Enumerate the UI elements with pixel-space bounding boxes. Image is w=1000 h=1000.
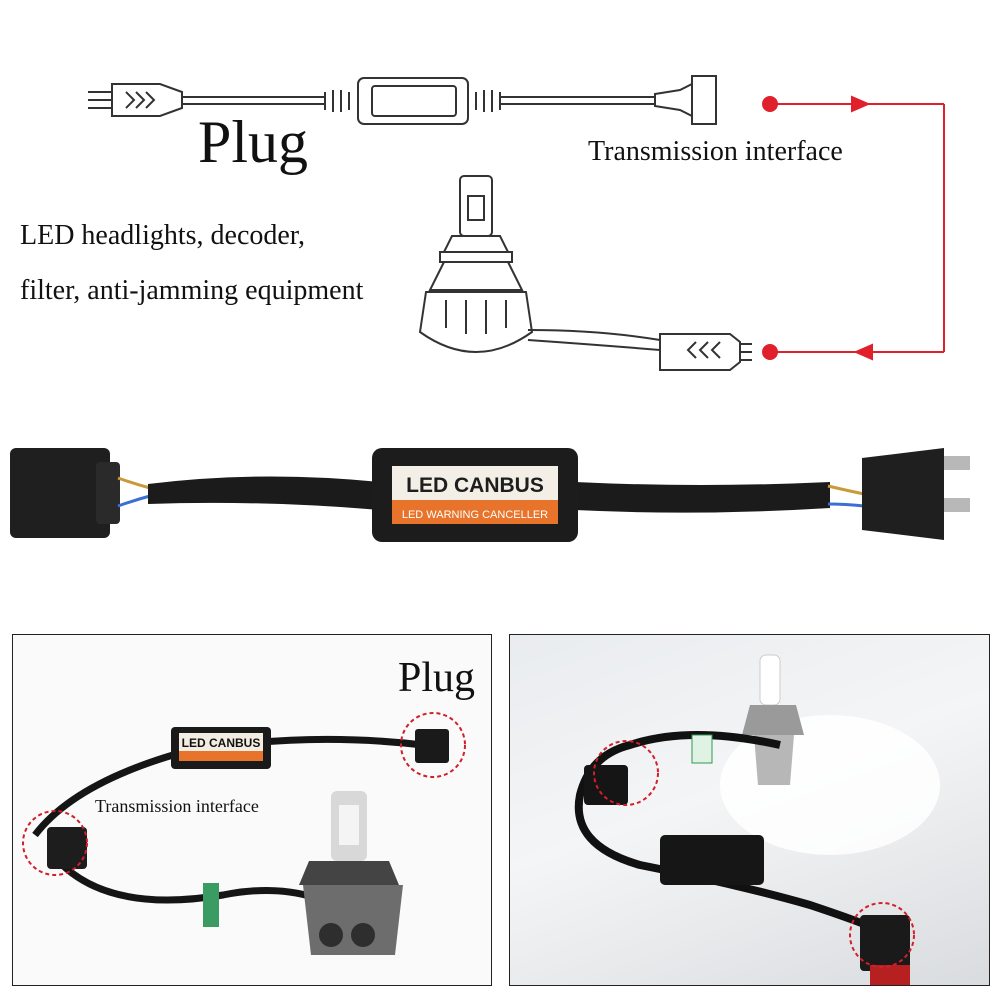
photo-left-illustration: LED CANBUS [22,712,466,955]
product-box-title: LED CANBUS [406,474,544,497]
photo-right-illustration [574,654,940,985]
diagram-left-plug [111,83,183,117]
diagram-right-socket [691,75,717,125]
product-box-subtitle: LED WARNING CANCELLER [402,509,548,521]
description-line-2: filter, anti-jamming equipment [20,275,364,306]
product-right-plug [862,448,944,540]
highlight-circle [400,712,466,778]
photo-box-title: LED CANBUS [182,736,261,750]
diagram-led-bulb [418,175,534,353]
diagram-plug-pins [88,91,112,109]
photo-plug-label: Plug [398,655,476,701]
plug-label: Plug [198,109,309,175]
wiring-diagram: LED CANBUS LED WARNING CANCELLER [10,75,970,542]
transmission-interface-label: Transmission interface [588,136,843,167]
highlight-circle [22,810,88,876]
description-line-1: LED headlights, decoder, [20,220,306,251]
photo-transmission-label: Transmission interface [95,796,259,816]
diagram-decoder-box [357,77,469,125]
transmission-arrow [762,95,945,361]
diagram-bulb-plug [659,333,741,371]
photo-connected-harness [509,634,990,986]
canbus-product-render [10,448,970,542]
photo-installed-bulb: Plug Transmission interface LED CANBUS [12,634,492,986]
highlight-circle [593,740,659,806]
product-left-socket [10,448,110,538]
highlight-circle [849,902,915,968]
